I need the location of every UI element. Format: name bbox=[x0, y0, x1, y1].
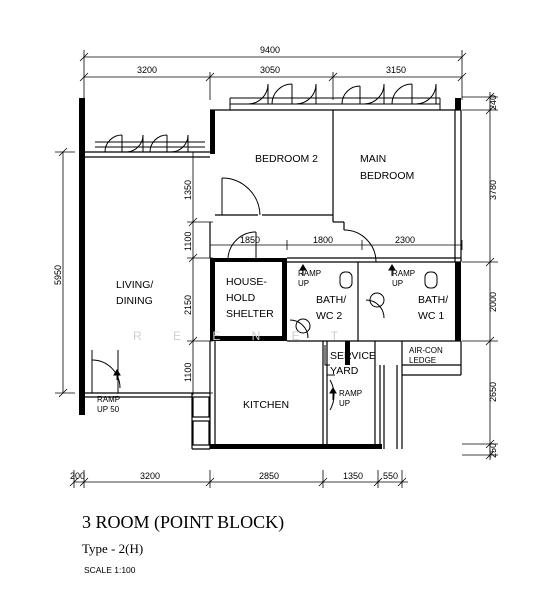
bath2-ramp-up: UP bbox=[298, 279, 309, 288]
bath2-label-1: BATH/ bbox=[316, 294, 346, 306]
kitchen-ramp-up: UP bbox=[339, 399, 350, 408]
bath2-basin bbox=[295, 318, 311, 334]
bath1-label-2: WC 1 bbox=[418, 310, 444, 322]
ramp-arrows bbox=[113, 264, 396, 400]
shelter-label-2: HOLD bbox=[226, 292, 256, 304]
dim-bottom-5: 550 bbox=[383, 471, 398, 481]
kitchen-ramp-arrow bbox=[329, 387, 337, 394]
bath1-ramp-label: RAMP bbox=[392, 269, 415, 278]
thin-walls bbox=[85, 109, 462, 450]
dim-left-1: 1350 bbox=[183, 180, 193, 200]
bathroom-fixtures bbox=[295, 271, 438, 366]
left-dimension-lines bbox=[55, 147, 213, 398]
plan-scale: SCALE 1:100 bbox=[84, 565, 136, 575]
bedroom2-door-swing bbox=[221, 177, 261, 216]
dim-bottom-2: 3200 bbox=[140, 471, 160, 481]
shelter-door-swing bbox=[227, 231, 257, 259]
bath2-ramp-label: RAMP bbox=[298, 269, 321, 278]
main-bedroom-label-1: MAIN bbox=[360, 153, 386, 165]
living-west-wall bbox=[79, 98, 85, 415]
dim-interior-1: 1850 bbox=[240, 235, 260, 245]
aircon-ledge-label-2: LEDGE bbox=[409, 356, 436, 365]
kitchen-door-swing bbox=[329, 379, 335, 411]
bath2-label-2: WC 2 bbox=[316, 310, 342, 322]
dim-left-4: 1100 bbox=[183, 363, 193, 382]
bath1-ramp-arrow bbox=[388, 264, 396, 271]
windows-top bbox=[229, 83, 441, 110]
shelter-top-wall bbox=[210, 258, 287, 262]
bath1-basin bbox=[369, 292, 385, 308]
living-label-2: DINING bbox=[116, 295, 153, 307]
bedroom2-label: BEDROOM 2 bbox=[255, 153, 318, 165]
bath1-label-1: BATH/ bbox=[418, 294, 448, 306]
service-yard-label-1: SERVICE bbox=[330, 350, 376, 362]
dim-bottom-3: 2850 bbox=[259, 471, 279, 481]
dim-left-2: 1100 bbox=[183, 232, 193, 251]
main-bedroom-door-swing bbox=[343, 229, 377, 263]
plan-subtitle: Type - 2(H) bbox=[82, 541, 144, 556]
dim-right-5: 250 bbox=[488, 443, 498, 458]
dim-overall-width: 9400 bbox=[260, 45, 280, 55]
entrance-ramp-up: UP 50 bbox=[97, 405, 120, 414]
kitchen-south-wall bbox=[210, 444, 382, 449]
living-label-1: LIVING/ bbox=[116, 279, 153, 291]
bath1-door-swing bbox=[365, 299, 385, 319]
dim-right-4: 2650 bbox=[488, 382, 498, 402]
dim-top-2: 3050 bbox=[260, 65, 280, 75]
dim-top-3: 3150 bbox=[386, 65, 406, 75]
top-dimension-lines bbox=[79, 50, 467, 100]
service-yard-label-2: YARD bbox=[330, 365, 359, 377]
dim-bottom-1: 200 bbox=[70, 471, 85, 481]
service-yard-divider bbox=[345, 341, 350, 365]
shelter-bottom-wall bbox=[210, 336, 287, 341]
entrance-ramp-label: RAMP bbox=[97, 395, 120, 404]
bath1-ramp-up: UP bbox=[392, 279, 403, 288]
doors bbox=[91, 177, 385, 411]
entrance-ramp-arrow bbox=[113, 369, 121, 376]
dim-right-1: 240 bbox=[488, 95, 498, 110]
kitchen-ramp-label: RAMP bbox=[339, 389, 362, 398]
aircon-ledge-label-1: AIR-CON bbox=[409, 346, 443, 355]
dim-top-1: 3200 bbox=[137, 65, 157, 75]
kitchen-label: KITCHEN bbox=[243, 399, 289, 411]
main-bedroom-label-2: BEDROOM bbox=[360, 170, 414, 182]
bath2-toilet bbox=[339, 271, 353, 289]
dim-interior-2: 1800 bbox=[313, 235, 333, 245]
shelter-west-wall bbox=[210, 258, 215, 341]
dim-interior-3: 2300 bbox=[395, 235, 415, 245]
dim-left-3: 2150 bbox=[183, 295, 193, 315]
windows-living bbox=[95, 134, 205, 153]
dim-right-3: 2000 bbox=[488, 292, 498, 312]
dim-bottom-4: 1350 bbox=[343, 471, 363, 481]
dim-right-2: 3780 bbox=[488, 180, 498, 200]
bath2-ramp-arrow bbox=[299, 264, 307, 271]
watermark: R E E N E T bbox=[133, 329, 352, 343]
bath1-toilet bbox=[424, 271, 438, 289]
bedroom2-west-wall-upper bbox=[210, 110, 215, 154]
main-bedroom-ne-wall bbox=[455, 98, 461, 110]
dim-left-total: 5950 bbox=[53, 265, 63, 285]
right-dimension-lines bbox=[462, 92, 498, 460]
service-yard-sink bbox=[324, 345, 330, 366]
bath2-door-swing bbox=[289, 319, 309, 339]
walls bbox=[79, 98, 461, 449]
bottom-dimension-lines bbox=[69, 470, 408, 488]
bath1-east-wall bbox=[455, 262, 461, 341]
entrance-door-swing bbox=[91, 359, 121, 389]
shelter-label-3: SHELTER bbox=[226, 308, 274, 320]
plan-title: 3 ROOM (POINT BLOCK) bbox=[82, 512, 285, 532]
shelter-east-wall bbox=[282, 258, 287, 341]
shelter-label-1: HOUSE- bbox=[226, 276, 267, 288]
